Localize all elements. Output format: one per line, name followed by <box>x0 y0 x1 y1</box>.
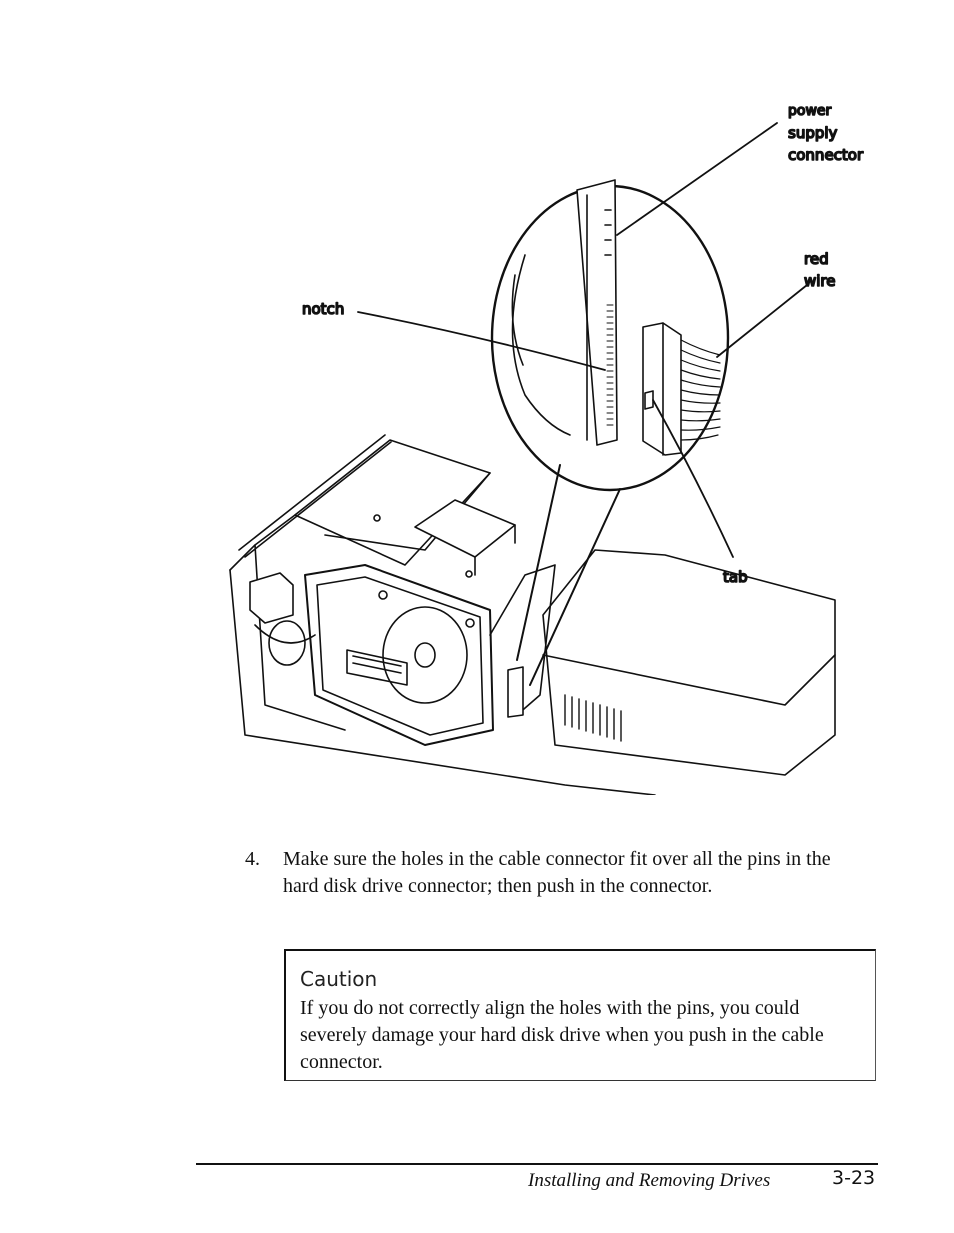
computer-chassis <box>229 434 836 795</box>
hard-drive-cable-illustration: power supply connector red wire notch ta… <box>225 95 880 795</box>
label-supply: supply <box>788 124 838 142</box>
caution-title: Caution <box>300 967 378 991</box>
step-number: 4. <box>245 848 260 870</box>
footer-chapter-title: Installing and Removing Drives <box>528 1170 771 1191</box>
label-notch: notch <box>302 300 344 318</box>
label-connector: connector <box>788 146 864 164</box>
label-red: red <box>804 250 829 268</box>
label-wire: wire <box>804 272 836 290</box>
footer-divider <box>196 1163 878 1165</box>
magnifier-callout <box>490 179 730 686</box>
label-power: power <box>788 103 832 119</box>
label-tab: tab <box>723 568 748 586</box>
footer-page-number: 3-23 <box>832 1167 876 1189</box>
step-text: Make sure the holes in the cable connect… <box>283 848 831 897</box>
caution-box: Caution If you do not correctly align th… <box>284 949 876 1081</box>
caution-text: If you do not correctly align the holes … <box>300 997 824 1073</box>
